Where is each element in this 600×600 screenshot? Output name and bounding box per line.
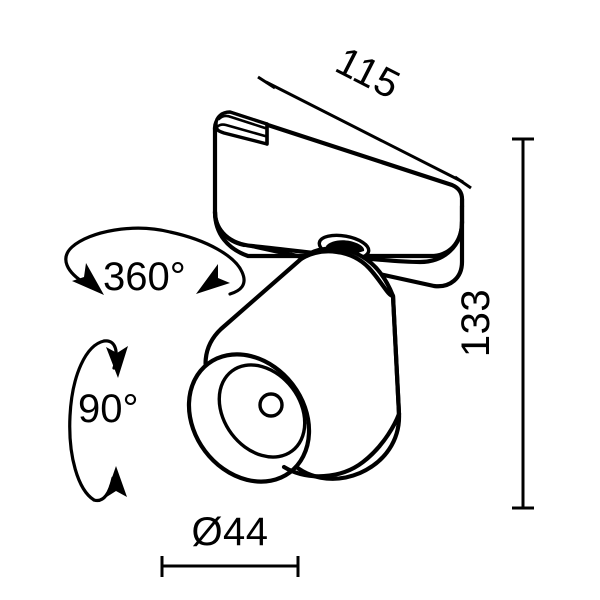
horizontal-rotation-arrow-icon xyxy=(64,226,246,296)
track-contacts xyxy=(214,110,269,146)
lamp-head-lower-edge xyxy=(281,411,402,479)
lens-center-dot xyxy=(258,392,284,418)
tilt-arrow-top-head xyxy=(106,346,128,378)
lamp-head-right-edge xyxy=(390,293,402,417)
track-contact-line-2 xyxy=(215,123,267,138)
tilt-90-annotation: 90° xyxy=(68,339,139,503)
rotation-arrow-left-head xyxy=(72,263,104,295)
rotation-360-label: 360° xyxy=(103,255,186,299)
dimension-diameter-label: Ø44 xyxy=(191,510,268,554)
lens-reflector xyxy=(217,363,307,459)
rotation-360-annotation: 360° xyxy=(64,226,246,299)
track-adapter-lower-front-edge xyxy=(249,219,465,289)
dimension-115-tick-end xyxy=(454,175,472,190)
track-adapter-left-bottom-corner xyxy=(212,209,247,248)
dimension-115-label: 115 xyxy=(329,39,407,108)
dimension-diameter-44: Ø44 xyxy=(160,510,300,577)
dimension-115-tick-start xyxy=(257,75,276,90)
dimension-133: 133 xyxy=(454,137,534,510)
dimension-115-line xyxy=(265,80,464,184)
track-contact-line-1 xyxy=(217,114,267,130)
vertical-tilt-arrow-icon xyxy=(68,339,106,502)
track-adapter xyxy=(212,110,465,289)
dimension-133-label: 133 xyxy=(454,289,498,357)
lamp-head-back-cap xyxy=(298,249,396,299)
lamp-head xyxy=(186,246,402,484)
rotation-arrow-right-head xyxy=(196,264,230,294)
tilt-arrow-bottom-head xyxy=(105,466,127,498)
tilt-90-label: 90° xyxy=(78,387,139,431)
